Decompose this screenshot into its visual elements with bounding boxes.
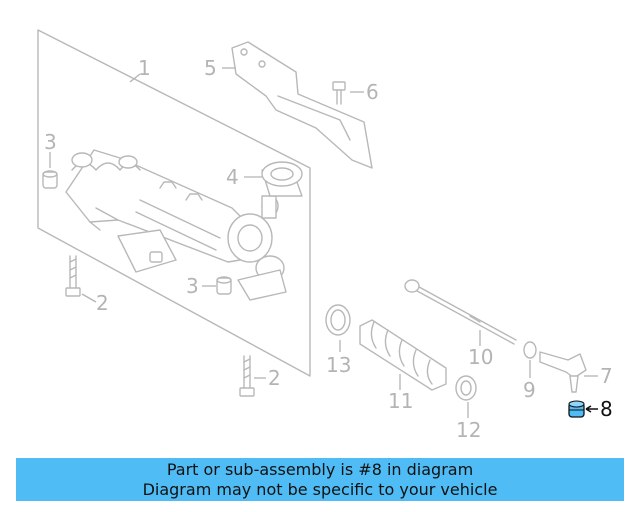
part-4-bushing <box>261 161 303 197</box>
callout-5: 5 <box>204 56 217 80</box>
part-12-clamp <box>455 375 477 401</box>
callout-2b: 2 <box>268 366 281 390</box>
leader-2a <box>81 293 97 303</box>
callout-3a: 3 <box>44 130 57 154</box>
leader-8 <box>585 405 598 413</box>
steering-gear-panel <box>37 29 311 377</box>
callout-13: 13 <box>326 353 351 377</box>
part-5-bracket <box>231 41 373 169</box>
callout-11: 11 <box>388 389 413 413</box>
part-13-clamp <box>325 304 351 336</box>
callout-2a: 2 <box>96 291 109 315</box>
parts-diagram: 1 5 6 4 3 3 2 2 13 11 10 9 12 7 8 <box>37 29 613 442</box>
part-3-nut-upper <box>42 170 58 189</box>
callout-1: 1 <box>138 56 151 80</box>
callout-10: 10 <box>468 345 493 369</box>
callout-12: 12 <box>456 418 481 442</box>
part-7-tie-rod-end <box>539 351 587 393</box>
notice-banner: Part or sub-assembly is #8 in diagram Di… <box>16 458 624 501</box>
part-6-bolt <box>332 81 346 105</box>
part-8-highlighted <box>568 400 585 418</box>
callout-4: 4 <box>226 165 239 189</box>
callout-8: 8 <box>600 397 613 421</box>
part-3-nut-lower <box>216 276 232 295</box>
banner-line-1: Part or sub-assembly is #8 in diagram <box>166 460 474 479</box>
callout-3b: 3 <box>186 274 199 298</box>
callout-7: 7 <box>600 364 613 388</box>
part-9-jam-nut <box>523 341 537 359</box>
callout-6: 6 <box>366 80 379 104</box>
callout-9: 9 <box>523 378 536 402</box>
part-2-bolt-left <box>65 255 81 297</box>
part-2-bolt-bottom <box>239 355 255 397</box>
steering-rack-assembly <box>65 149 287 301</box>
part-11-boot <box>359 319 447 391</box>
part-10-inner-tie-rod <box>404 279 517 345</box>
banner-line-2: Diagram may not be specific to your vehi… <box>142 480 498 499</box>
leader-1 <box>129 73 141 83</box>
